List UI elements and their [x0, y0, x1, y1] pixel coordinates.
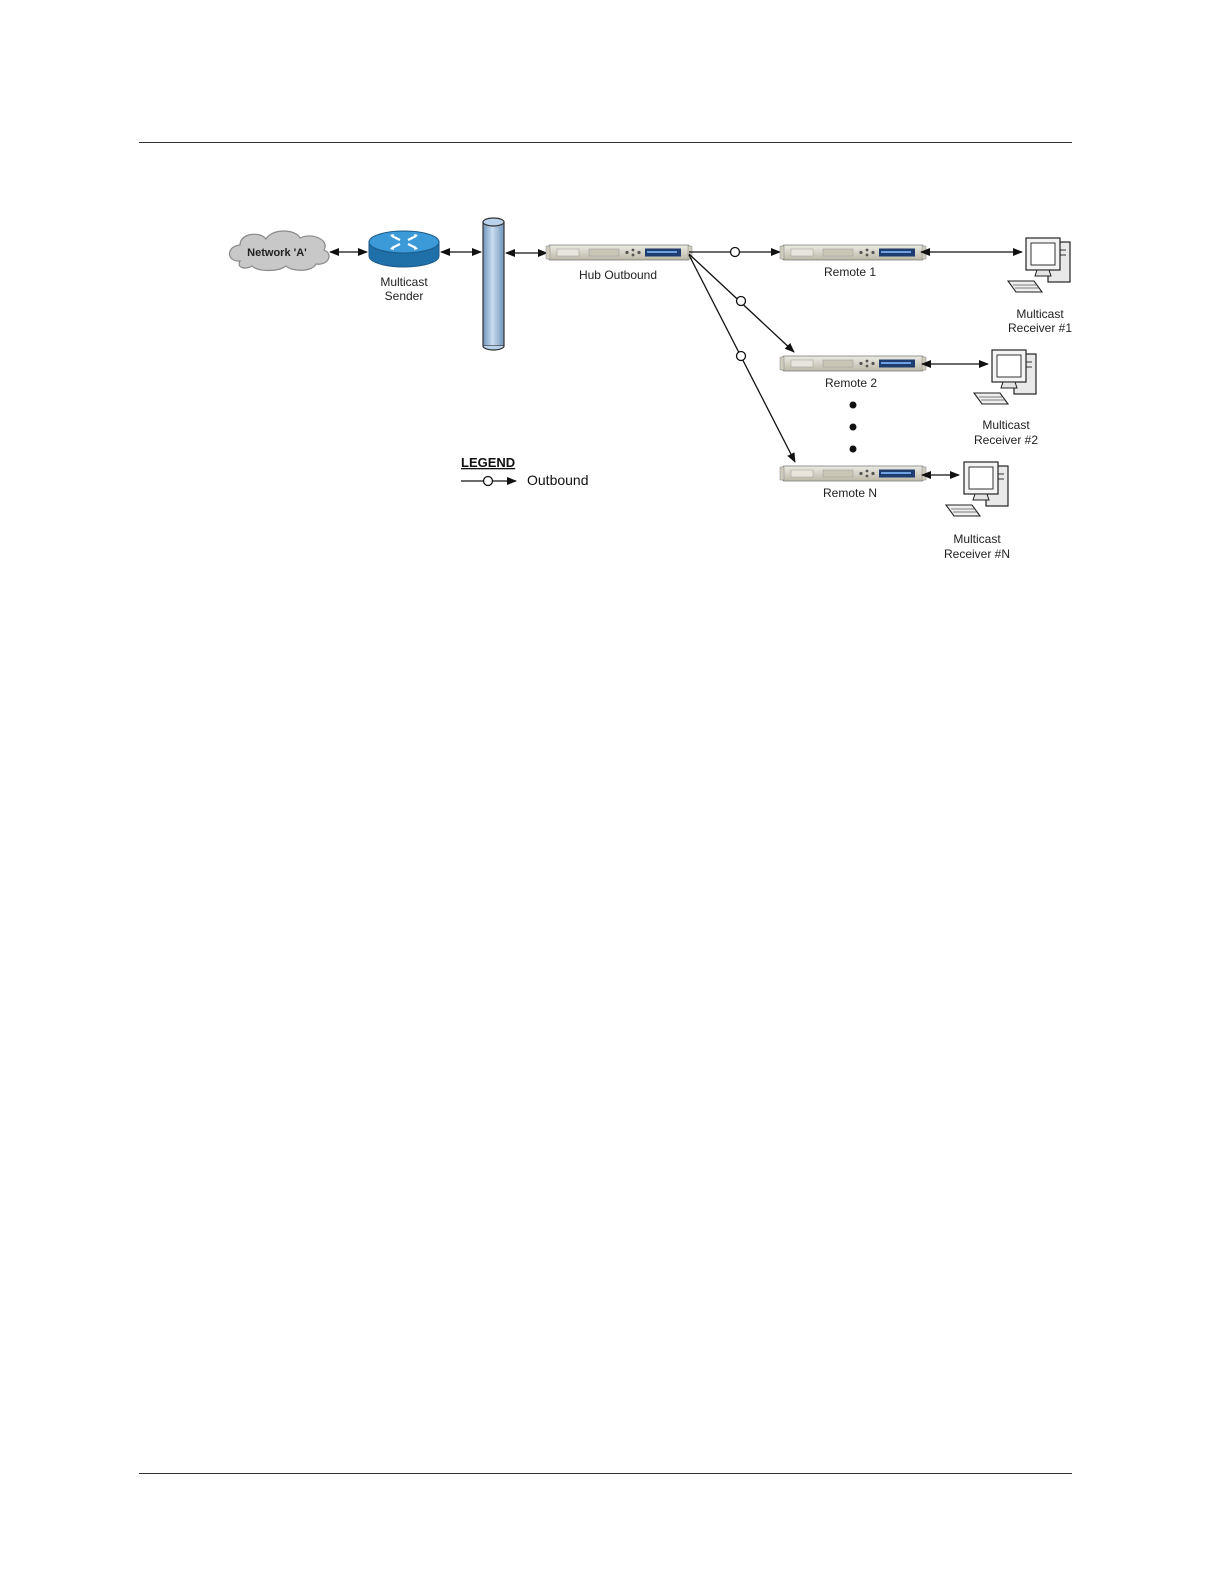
receiverN-label-line1: Multicast — [953, 532, 1001, 546]
sender-label-line1: Multicast — [380, 275, 428, 289]
ellipsis-dot — [850, 446, 857, 453]
network-bus-icon — [483, 218, 504, 350]
legend-outbound-marker-icon — [484, 477, 493, 486]
receiverN-label-line2: Receiver #N — [944, 547, 1010, 561]
remoteN-modem-icon — [780, 466, 926, 481]
receiver1-label-line1: Multicast — [1016, 307, 1064, 321]
remote2-modem-icon — [780, 356, 926, 371]
receiver1-computer-icon — [1008, 238, 1070, 292]
sender-label-line2: Sender — [385, 289, 424, 303]
receiver2-computer-icon — [974, 350, 1036, 404]
outbound-marker-remoteN — [737, 352, 746, 361]
legend-outbound-label: Outbound — [527, 472, 589, 488]
ellipsis-dot — [850, 424, 857, 431]
receiverN-computer-icon — [946, 462, 1008, 516]
hub-modem-icon — [546, 245, 692, 260]
ellipsis-dot — [850, 402, 857, 409]
remote1-label: Remote 1 — [824, 265, 876, 279]
remote2-label: Remote 2 — [825, 376, 877, 390]
router-icon — [369, 231, 439, 267]
remoteN-label: Remote N — [823, 486, 877, 500]
network-label: Network 'A' — [247, 247, 307, 259]
network-diagram: Network 'A' Multicast Sender Hub Outboun… — [0, 0, 1224, 620]
legend-title: LEGEND — [461, 455, 515, 470]
receiver2-label-line2: Receiver #2 — [974, 433, 1038, 447]
outbound-marker-remote1 — [731, 248, 740, 257]
legend: LEGEND Outbound — [461, 455, 589, 488]
hub-label: Hub Outbound — [579, 268, 657, 282]
receiver1-label-line2: Receiver #1 — [1008, 321, 1072, 335]
remote1-modem-icon — [780, 245, 926, 260]
receiver2-label-line1: Multicast — [982, 418, 1030, 432]
footer-rule — [139, 1473, 1072, 1474]
outbound-marker-remote2 — [737, 297, 746, 306]
